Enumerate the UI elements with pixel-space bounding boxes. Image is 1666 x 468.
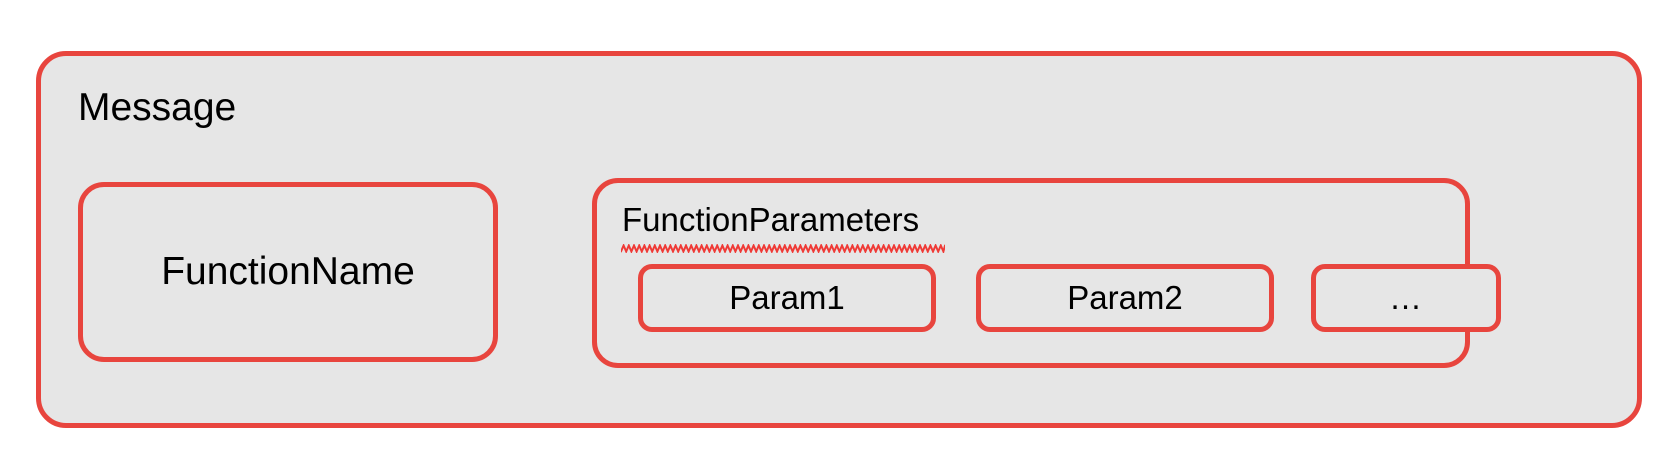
- param-box-2[interactable]: Param2: [976, 264, 1274, 332]
- param-label-1: Param1: [729, 279, 845, 316]
- param-label-ellipsis: …: [1389, 279, 1423, 316]
- param-box-1[interactable]: Param1: [638, 264, 936, 332]
- message-title-label: Message: [78, 86, 237, 129]
- function-name-label: FunctionName: [161, 250, 415, 293]
- function-parameters-label: FunctionParameters: [622, 201, 920, 238]
- function-name-box[interactable]: FunctionName: [78, 182, 498, 362]
- param-label-2: Param2: [1067, 279, 1183, 316]
- param-box-ellipsis[interactable]: …: [1311, 264, 1501, 332]
